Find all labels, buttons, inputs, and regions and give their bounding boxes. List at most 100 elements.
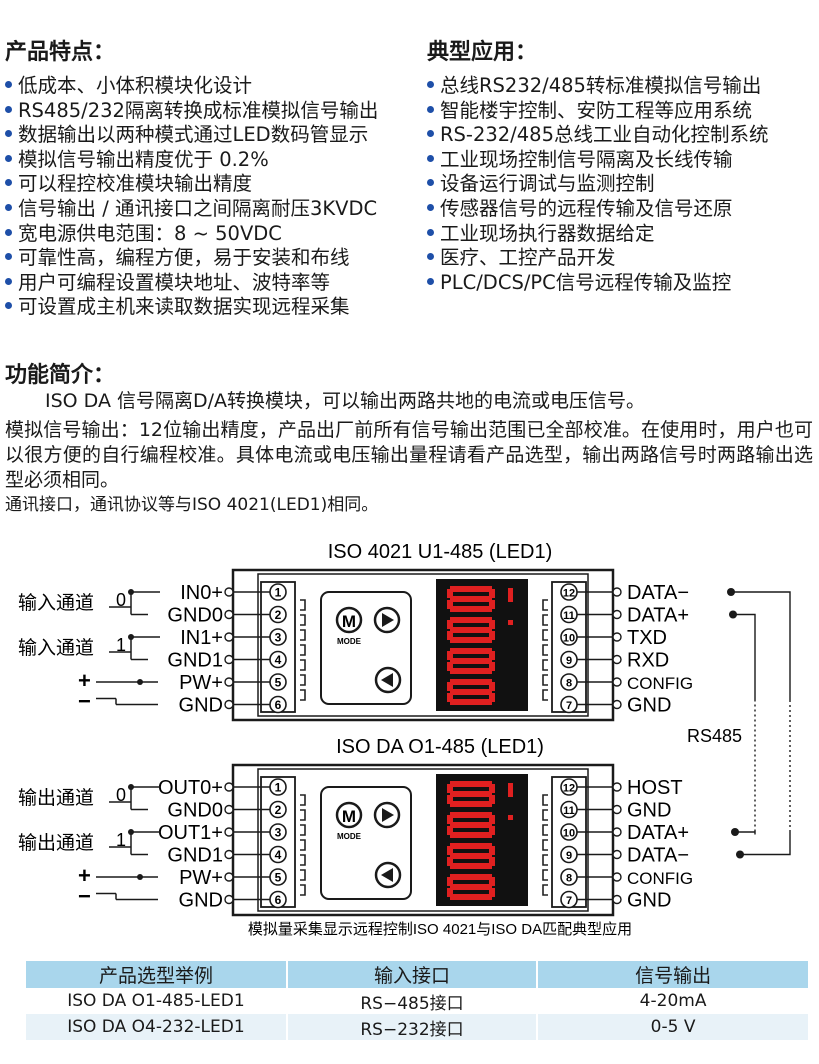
- left-arrow-icon: [374, 666, 402, 694]
- terminal-pin: 4: [269, 845, 287, 864]
- terminal-pin: 2: [269, 800, 287, 819]
- list-item: 可靠性高，编程方便，易于安装和布线: [5, 246, 378, 271]
- terminal-pin: 6: [269, 890, 287, 909]
- channel-label: 输入通道: [18, 637, 94, 659]
- list-item-text: 信号输出 / 通讯接口之间隔离耐压3KVDC: [18, 196, 378, 220]
- bullet-icon: [427, 203, 434, 211]
- terminal-pin: 8: [560, 868, 578, 886]
- led-digit: [447, 812, 495, 838]
- bullet-icon: [427, 81, 434, 88]
- terminal-pin: 2: [269, 605, 287, 624]
- list-item-text: 可以程控校准模块输出精度: [18, 172, 253, 196]
- terminal-label: DATA+: [627, 605, 689, 627]
- top-module-title: ISO 4021 U1-485 (LED1): [328, 541, 553, 563]
- selection-table: 产品选型举例 输入接口 信号输出 ISO DA O1-485-LED1 RS−4…: [26, 961, 810, 1040]
- terminal-pin: 7: [560, 695, 578, 714]
- table-row: ISO DA O4-232-LED1 RS−232接口 0-5 V: [26, 1014, 810, 1040]
- bullet-icon: [427, 228, 434, 236]
- diagram-caption: 模拟量采集显示远程控制ISO 4021与ISO DA匹配典型应用: [248, 920, 632, 938]
- terminal-label: GND: [179, 695, 223, 717]
- terminal-pin: 11: [560, 800, 578, 819]
- list-item: 设备运行调试与监测控制: [427, 172, 768, 197]
- list-item: 可以程控校准模块输出精度: [5, 172, 378, 197]
- channel-label: 输出通道: [18, 832, 94, 854]
- pin-number: 12: [563, 588, 575, 600]
- pin-number: 12: [563, 783, 575, 795]
- bullet-icon: [427, 130, 434, 138]
- bullet-icon: [427, 179, 434, 187]
- channel-number: 1: [116, 635, 126, 655]
- pin-number: 2: [275, 608, 282, 622]
- right-arrow-icon: [373, 606, 401, 634]
- pin-number: 6: [275, 893, 282, 907]
- terminal-pin: 1: [269, 778, 287, 796]
- pin-number: 8: [566, 678, 572, 690]
- terminal-label: PW+: [179, 672, 223, 694]
- terminal-label: IN0+: [180, 582, 223, 604]
- terminal-label: DATA−: [627, 845, 689, 867]
- terminal-pin: 5: [269, 868, 287, 886]
- pin-number: 3: [275, 631, 282, 645]
- bullet-icon: [427, 253, 434, 261]
- rs485-link: [727, 588, 791, 859]
- rs485-label: RS485: [687, 726, 742, 746]
- list-item-text: 医疗、工控产品开发: [440, 246, 616, 270]
- terminal-label: DATA−: [627, 582, 689, 604]
- wiring-diagram: ISO 4021 U1-485 (LED1) ISO DA O1-485 (LE…: [18, 541, 791, 938]
- terminal-pin: 6: [269, 695, 287, 714]
- pin-number: 1: [275, 586, 282, 600]
- terminal-label: PW+: [179, 867, 223, 889]
- pin-number: 1: [275, 781, 282, 795]
- applications-title: 典型应用：: [427, 40, 538, 65]
- list-item: 智能楼宇控制、安防工程等应用系统: [427, 99, 768, 124]
- terminal-pin: 1: [269, 583, 287, 601]
- terminal-pin: 12: [560, 583, 578, 601]
- list-item-text: RS485/232隔离转换成标准模拟信号输出: [18, 98, 379, 122]
- pin-number: 10: [563, 828, 575, 840]
- intro-title: 功能简介：: [5, 363, 116, 388]
- pin-number: 11: [563, 610, 575, 622]
- mode-button: M: [335, 801, 363, 829]
- table-header-cell: 信号输出: [537, 961, 810, 988]
- mode-label: MODE: [337, 637, 362, 646]
- terminal-label: CONFIG: [627, 674, 693, 693]
- terminal-label: CONFIG: [627, 869, 693, 888]
- terminal-pin: 11: [560, 605, 578, 624]
- terminal-pin: 10: [560, 823, 578, 841]
- list-item: PLC/DCS/PC信号远程传输及监控: [427, 271, 768, 296]
- led-digit: [447, 843, 495, 869]
- features-title: 产品特点：: [5, 40, 116, 65]
- led-digit: [447, 586, 495, 612]
- channel-label: 输出通道: [18, 787, 94, 809]
- pin-number: 5: [275, 871, 282, 885]
- terminal-label: IN1+: [180, 627, 223, 649]
- bullet-icon: [5, 253, 12, 261]
- led-display: [436, 774, 528, 906]
- list-item-text: 总线RS232/485转标准模拟信号输出: [440, 74, 762, 97]
- terminal-label: GND: [627, 800, 671, 822]
- list-item-text: PLC/DCS/PC信号远程传输及监控: [440, 270, 732, 294]
- list-item: 传感器信号的远程传输及信号还原: [427, 197, 768, 222]
- list-item: 总线RS232/485转标准模拟信号输出: [427, 74, 768, 99]
- terminal-label: HOST: [627, 777, 683, 799]
- table-cell: 0-5 V: [537, 1014, 810, 1040]
- intro-paragraph-2: 模拟信号输出：12位输出精度，产品出厂前所有信号输出范围已全部校准。在使用时，用…: [5, 419, 813, 491]
- terminal-pin: 10: [560, 628, 578, 646]
- bullet-icon: [5, 105, 12, 113]
- table-header-cell: 输入接口: [286, 961, 539, 988]
- led-digit: [447, 781, 495, 807]
- mode-button: M: [335, 606, 363, 634]
- terminal-pin: 3: [269, 628, 287, 646]
- list-item: 模拟信号输出精度优于 0.2%: [5, 148, 378, 173]
- table-cell: RS−232接口: [286, 1014, 539, 1040]
- list-item: 工业现场控制信号隔离及长线传输: [427, 148, 768, 173]
- pin-number: 9: [566, 850, 572, 862]
- terminal-label: GND1: [167, 650, 223, 672]
- plus-sign: +: [78, 668, 91, 693]
- led-digit: [447, 679, 495, 705]
- bottom-module-title: ISO DA O1-485 (LED1): [336, 736, 544, 758]
- pin-number: 4: [275, 653, 282, 667]
- table-cell: ISO DA O4-232-LED1: [26, 1014, 288, 1040]
